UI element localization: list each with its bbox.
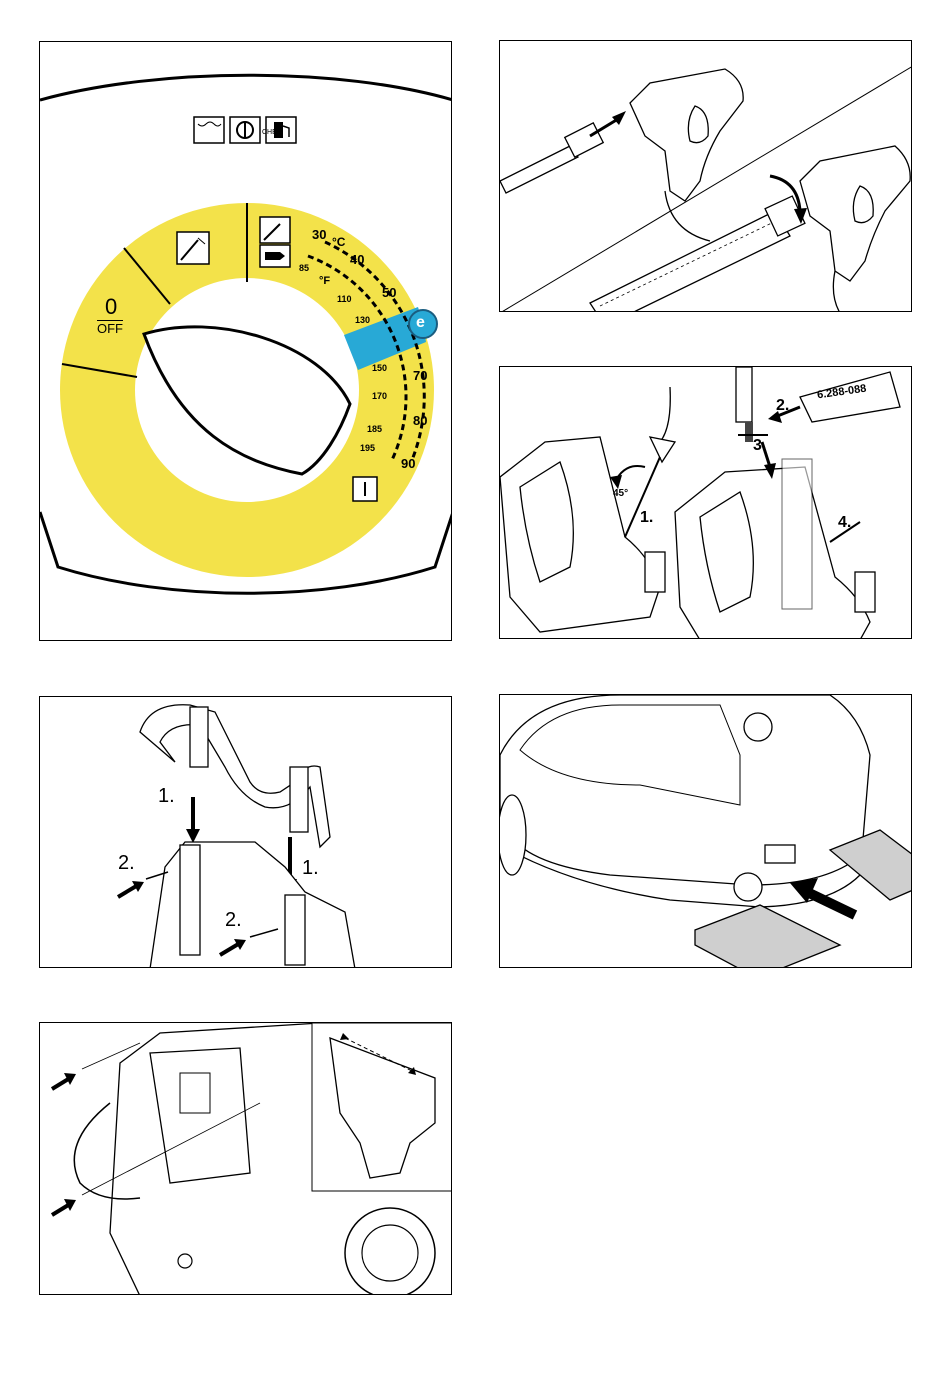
fahrenheit-tick: 85 — [299, 263, 309, 273]
forklift-transport-panel — [499, 694, 912, 968]
step-1-left-label: 1. — [158, 785, 175, 808]
chem-icon — [194, 117, 224, 143]
angle-label: 45° — [613, 488, 628, 499]
fork-left — [695, 905, 840, 968]
step-4-label: 4. — [838, 514, 851, 532]
celsius-tick: 80 — [413, 413, 427, 428]
unit-fahrenheit: °F — [319, 275, 330, 287]
gun-lance-assembly-panel — [499, 40, 912, 312]
accessory-holder-panel — [39, 1022, 452, 1295]
gun-trigger-lock-panel: 45° 1. 2. 3. 4. 6.288-088 — [499, 366, 912, 639]
unit-celsius: °C — [332, 235, 345, 249]
step-1-right-label: 1. — [302, 857, 319, 880]
power-icon — [230, 117, 260, 143]
celsius-tick: 30 — [312, 227, 326, 242]
celsius-tick: 90 — [401, 456, 415, 471]
fahrenheit-tick: 170 — [372, 391, 387, 401]
thermometer-icon — [353, 477, 377, 501]
celsius-tick: 50 — [382, 285, 396, 300]
step-2-right-label: 2. — [225, 909, 242, 932]
gun-lance-drawing — [500, 41, 912, 312]
fahrenheit-tick: 110 — [337, 294, 352, 304]
eco-label: e — [416, 314, 425, 332]
chem-label: CHEM — [262, 129, 283, 136]
gun-body-right — [675, 467, 870, 639]
step-2-label: 2. — [776, 397, 789, 415]
celsius-tick: 40 — [350, 252, 364, 267]
handle-mounting-drawing — [40, 697, 452, 968]
grease-tube — [800, 372, 900, 422]
step-3-label: 3. — [753, 437, 766, 455]
step-1-label: 1. — [640, 509, 653, 527]
step-2-left-label: 2. — [118, 852, 135, 875]
gun-trigger-drawing — [500, 367, 912, 639]
off-zero: 0 — [105, 294, 117, 320]
dial-drawing — [40, 42, 452, 641]
dial-illustration-panel: CHEM 0 OFF °C °F e 30 40 50 70 80 90 85 … — [39, 41, 452, 641]
spray-gun-upper — [630, 69, 743, 201]
nozzle-icon — [260, 245, 290, 267]
fahrenheit-tick: 150 — [372, 363, 387, 373]
fahrenheit-tick: 130 — [355, 315, 370, 325]
handle-mounting-panel: 1. 1. 2. 2. — [39, 696, 452, 968]
fahrenheit-tick: 195 — [360, 443, 375, 453]
fahrenheit-tick: 185 — [367, 424, 382, 434]
off-label: OFF — [97, 320, 123, 336]
accessory-holder-drawing — [40, 1023, 452, 1295]
celsius-tick: 70 — [413, 368, 427, 383]
spray-lance-icon — [177, 232, 209, 264]
spray-detergent-icon — [260, 217, 290, 243]
forklift-drawing — [500, 695, 912, 968]
